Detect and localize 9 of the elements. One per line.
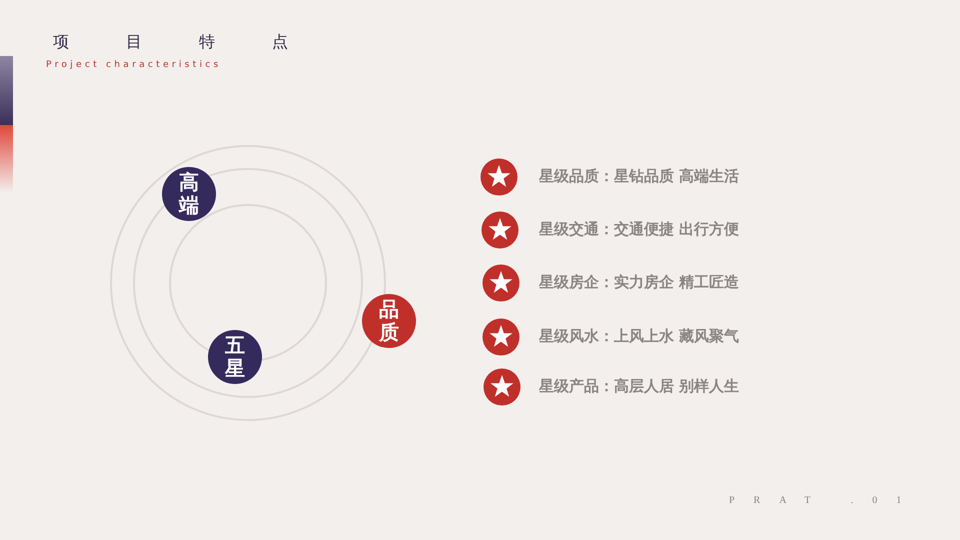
feature-text: 星级风水：上风上水 藏风聚气 — [539, 327, 740, 346]
label-circle: 品质 — [362, 294, 416, 348]
feature-text: 星级产品：高层人居 别样人生 — [539, 377, 740, 396]
feature-text: 星级品质：星钻品质 高端生活 — [539, 167, 740, 186]
slide-subtitle: Project characteristics — [46, 60, 222, 70]
feature-text: 星级交通：交通便捷 出行方便 — [539, 220, 740, 239]
feature-text: 星级房企：实力房企 精工匠造 — [539, 273, 740, 292]
slide-title: 项目特点 — [53, 32, 345, 53]
page-number: PRAT .01 — [729, 495, 920, 506]
